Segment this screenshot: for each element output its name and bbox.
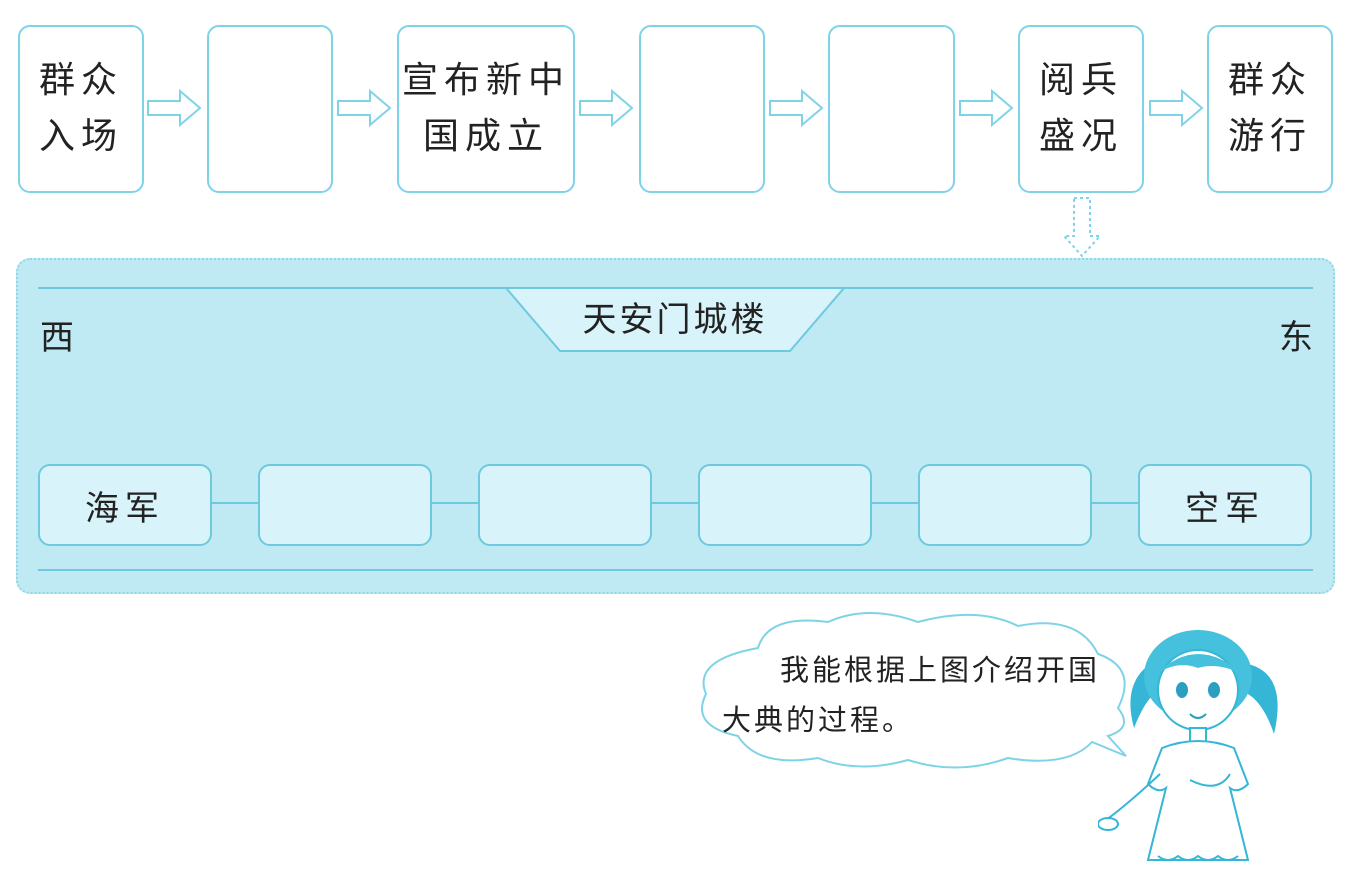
- process-step-label: 群众 游行: [1227, 60, 1312, 157]
- right-arrow-icon: [579, 88, 634, 128]
- formation-slot-blank[interactable]: [918, 464, 1092, 546]
- bottom-divider-line: [38, 569, 1313, 571]
- process-step-2-blank[interactable]: [207, 25, 333, 193]
- speech-bubble-cloud: [701, 612, 1127, 769]
- right-arrow-icon: [337, 88, 392, 128]
- parade-review-panel: 西 东 天安门城楼 海军 空军: [16, 258, 1335, 594]
- process-step-5-blank[interactable]: [828, 25, 955, 193]
- east-label: 东: [1279, 318, 1313, 358]
- formation-slot-blank[interactable]: [698, 464, 872, 546]
- girl-illustration: [1098, 630, 1278, 861]
- gate-tower-label: 天安门城楼: [582, 300, 768, 340]
- formation-connector: [1092, 502, 1138, 504]
- gate-tower-banner: [504, 287, 846, 352]
- right-arrow-icon: [959, 88, 1014, 128]
- right-arrow-icon: [1149, 88, 1204, 128]
- formation-slot-navy: 海军: [38, 464, 212, 546]
- process-step-label: 群众 入场: [38, 60, 123, 157]
- process-step-7: 群众 游行: [1207, 25, 1333, 193]
- formation-connector: [432, 502, 478, 504]
- formation-slot-blank[interactable]: [258, 464, 432, 546]
- process-step-label: 阅兵 盛况: [1038, 60, 1123, 157]
- formation-connector: [652, 502, 698, 504]
- formation-label: 空军: [1185, 488, 1265, 529]
- speech-bubble-text: 我能根据上图介绍开国大典的过程。: [722, 653, 1101, 737]
- process-step-6: 阅兵 盛况: [1018, 25, 1144, 193]
- down-arrow-icon: [1062, 197, 1102, 258]
- west-label: 西: [40, 318, 74, 358]
- formation-connector: [872, 502, 918, 504]
- process-step-1: 群众 入场: [18, 25, 144, 193]
- formation-slot-blank[interactable]: [478, 464, 652, 546]
- process-step-3: 宣布新中 国成立: [397, 25, 575, 193]
- process-step-label: 宣布新中 国成立: [401, 60, 570, 157]
- process-step-4-blank[interactable]: [639, 25, 765, 193]
- formation-slot-air-force: 空军: [1138, 464, 1312, 546]
- right-arrow-icon: [769, 88, 824, 128]
- formation-label: 海军: [85, 488, 165, 529]
- formation-connector: [212, 502, 258, 504]
- right-arrow-icon: [147, 88, 202, 128]
